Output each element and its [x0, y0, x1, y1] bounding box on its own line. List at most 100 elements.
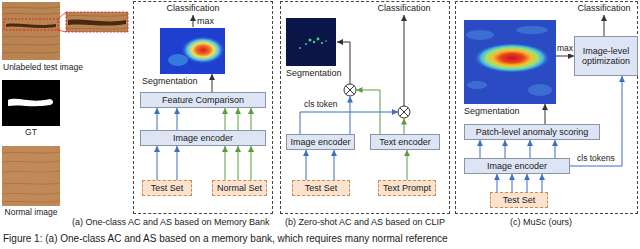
- ground-truth-mask-part: [2, 80, 60, 126]
- connector-arrow: [212, 74, 213, 92]
- figure-caption: Figure 1: (a) One-class AC and AS based …: [3, 233, 448, 245]
- process-box: Text encoder: [370, 134, 440, 150]
- heatmap-c: [464, 20, 556, 104]
- multiply-symbol: [344, 84, 356, 96]
- panel-caption: (a) One-class AC and AS based on Memory …: [72, 217, 270, 227]
- heatmap-a-part: [160, 28, 225, 74]
- heatmap-c-part: [474, 43, 550, 73]
- zoom-inset: [58, 12, 128, 32]
- connector-arrow: [530, 140, 531, 158]
- edge-label: max: [556, 44, 574, 54]
- box-label: Feature Comparison: [160, 95, 246, 105]
- zoom-inset-part: [68, 20, 126, 26]
- heatmap-c-part: [466, 30, 494, 40]
- process-box: Image-level optimization: [574, 36, 638, 76]
- heatmap-label: Segmentation: [464, 106, 520, 116]
- multiply-symbol-part: [346, 86, 354, 94]
- heatmap-b-part: [309, 39, 312, 42]
- ground-truth-mask: [2, 80, 60, 126]
- connector-arrow: [407, 150, 408, 180]
- connector-arrow: [334, 150, 335, 180]
- heatmap-c-part: [528, 84, 552, 96]
- clip-wires: [193, 15, 604, 134]
- connector-arrow: [177, 146, 178, 180]
- box-label: Image encoder: [288, 137, 352, 147]
- test-image: [2, 2, 60, 60]
- connector-arrow: [225, 108, 226, 130]
- connector-arrow: [527, 174, 528, 192]
- input-set-box: Test Set: [490, 192, 548, 208]
- test-image-part: [4, 19, 58, 30]
- segmentation-heatmap: Segmentation: [464, 20, 556, 104]
- figure-label: cls token: [304, 100, 338, 110]
- box-label: Image-level optimization: [575, 46, 637, 67]
- method-panel: (c) MuSc (ours)SegmentationImage-level o…: [455, 1, 638, 214]
- figure-label: Normal image: [5, 208, 58, 218]
- box-label: Image encoder: [171, 133, 235, 143]
- test-image-part: [2, 2, 60, 60]
- input-set-box: Normal Set: [212, 180, 267, 196]
- box-label: Test Set: [501, 195, 538, 205]
- process-box: Patch-level anomaly scoring: [464, 124, 600, 140]
- process-box: Image encoder: [464, 158, 570, 174]
- clip-wires-part: [350, 97, 351, 135]
- connector-arrow: [238, 146, 239, 180]
- connector-arrow: [157, 108, 158, 130]
- connector-arrow: [545, 104, 546, 124]
- figure-label: GT: [25, 128, 37, 138]
- heatmap-b-part: [305, 43, 307, 45]
- multiply-symbol-part: [400, 108, 408, 116]
- process-box: Image encoder: [286, 134, 355, 150]
- connector-arrow: [570, 76, 622, 166]
- heatmap-c-part: [467, 81, 487, 89]
- input-set-box: Text Prompt: [378, 180, 436, 196]
- connector-arrow: [556, 56, 574, 57]
- panel-caption: (b) Zero-shot AC and AS based on CLIP: [285, 217, 445, 227]
- zoom-inset-part: [58, 12, 66, 32]
- ground-truth-mask-part: [8, 99, 53, 106]
- connector-arrow: [555, 140, 556, 158]
- box-label: Text encoder: [377, 137, 433, 147]
- heatmap-b-part: [321, 42, 323, 44]
- test-image-part: [2, 7, 60, 53]
- normal-image: [2, 146, 60, 206]
- clip-wires-part: [357, 90, 381, 134]
- heatmap-b-part: [317, 38, 320, 41]
- segmentation-heatmap: Segmentation: [286, 18, 336, 66]
- connector-arrow: [505, 140, 506, 158]
- connector-arrow: [497, 174, 498, 192]
- connector-arrow: [177, 108, 178, 130]
- box-label: Test Set: [303, 183, 340, 193]
- process-box: Image encoder: [140, 130, 266, 146]
- figure-label: max: [197, 16, 214, 26]
- connector-arrow: [251, 108, 252, 130]
- box-label: Normal Set: [215, 183, 264, 193]
- connector-arrow: [157, 146, 158, 180]
- figure-label: Classification: [377, 3, 430, 13]
- zoom-inset-part: [66, 12, 128, 32]
- figure-label: Unlabeled test image: [3, 63, 83, 73]
- connector-arrow: [542, 174, 543, 192]
- heatmap-b-part: [286, 18, 336, 66]
- heatmap-label: Segmentation: [142, 76, 198, 86]
- box-label: Test Set: [149, 183, 186, 193]
- clip-wires-part: [300, 112, 398, 134]
- clip-wires-part: [604, 15, 605, 36]
- edge-label: cls tokens: [576, 154, 616, 164]
- multiply-symbol: [398, 106, 410, 118]
- input-set-box: Test Set: [292, 180, 350, 196]
- heatmap-label: Segmentation: [286, 68, 342, 78]
- normal-image-part: [2, 146, 60, 206]
- connector-arrow: [251, 146, 252, 180]
- heatmap-c-part: [464, 20, 556, 104]
- box-label: Patch-level anomaly scoring: [474, 127, 591, 137]
- figure-label: Classification: [166, 3, 219, 13]
- zoom-inset-part: [66, 12, 128, 32]
- connector-arrow: [238, 108, 239, 130]
- process-box: Feature Comparison: [140, 92, 266, 108]
- heatmap-b-part: [299, 47, 301, 49]
- connector-arrow: [306, 150, 307, 180]
